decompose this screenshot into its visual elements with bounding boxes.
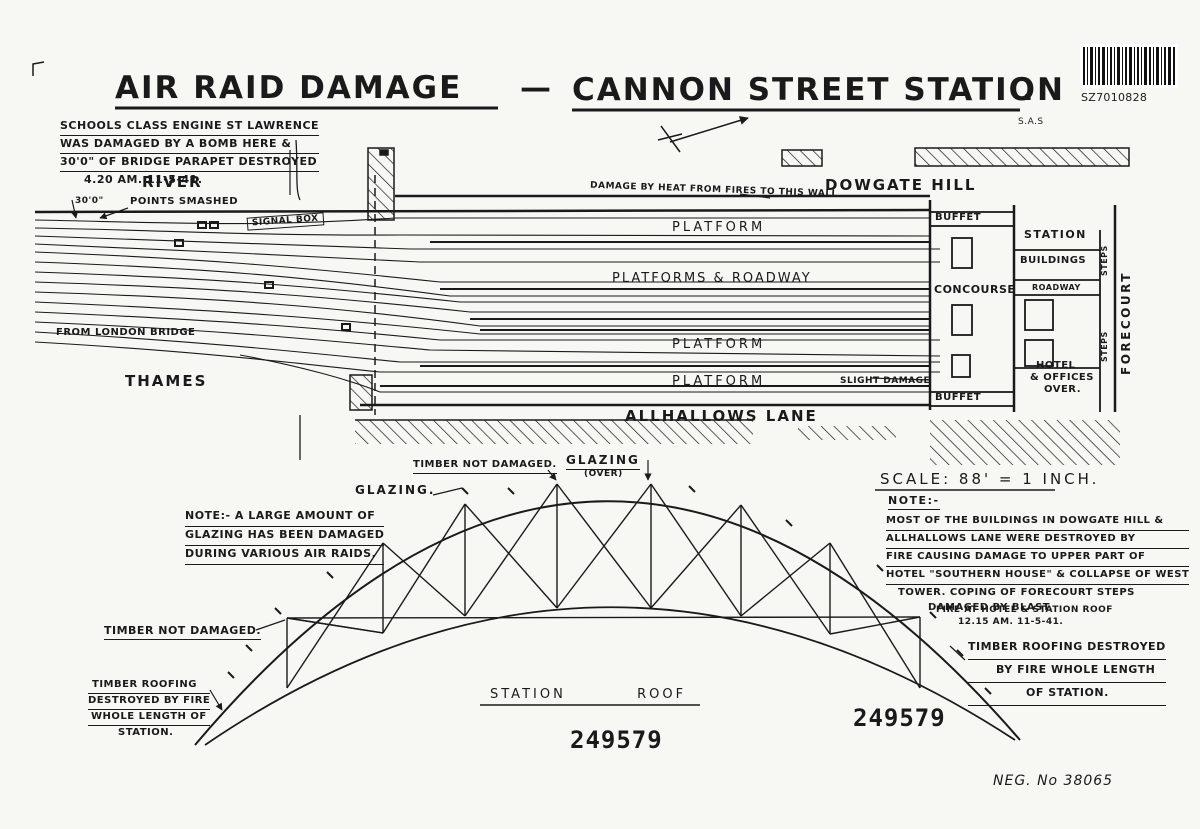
points-smashed-label: POINTS SMASHED: [130, 196, 239, 207]
hotel-label-line: & OFFICES: [1030, 372, 1094, 383]
over-label: (OVER): [584, 469, 623, 479]
note-line: DAMAGED BY BLAST.: [928, 602, 1053, 613]
station-roof-label: STATION ROOF: [490, 687, 687, 702]
roof-tick-marks: [227, 485, 992, 695]
timber-not-damaged-left: TIMBER NOT DAMAGED.: [104, 625, 262, 640]
glazing-note-line: DURING VARIOUS AIR RAIDS.: [185, 546, 385, 565]
concourse-features: [929, 211, 1101, 412]
barcode-image: [1080, 44, 1178, 88]
engine-note-line: 4.20 AM. 11-5-41.: [84, 173, 203, 186]
station-walls: [34, 175, 1117, 415]
thames-label: THAMES: [125, 372, 208, 390]
scale-label: SCALE: 88' = 1 INCH.: [880, 470, 1100, 488]
title-part-two: CANNON STREET STATION: [572, 72, 1065, 108]
timber-roofing-left-note: TIMBER ROOFING DESTROYED BY FIRE WHOLE L…: [88, 678, 211, 739]
catalogue-number: SZ7010828: [1081, 91, 1148, 104]
slight-damage-label: SLIGHT DAMAGE: [840, 376, 931, 386]
glazing-damage-note: NOTE:- A LARGE AMOUNT OF GLAZING HAS BEE…: [185, 508, 385, 565]
platforms-roadway-label: PLATFORMS & ROADWAY: [612, 271, 812, 286]
negative-reference: NEG. No 38065: [993, 773, 1114, 789]
title-part-one: AIR RAID DAMAGE: [115, 72, 463, 109]
parapet-dimension: 30'0": [75, 196, 104, 206]
note-heading: NOTE:-: [888, 495, 940, 510]
steps-label-top: STEPS: [1100, 245, 1109, 276]
station-roof-section: [194, 483, 1021, 746]
timber-right-line: OF STATION.: [968, 683, 1166, 706]
buildings-damage-note: MOST OF THE BUILDINGS IN DOWGATE HILL & …: [886, 513, 1190, 615]
river-edge: [295, 139, 301, 460]
allhallows-lane-label: ALLHALLOWS LANE: [625, 407, 818, 425]
dowgate-hill-label: DOWGATE HILL: [825, 176, 977, 194]
from-london-bridge-label: FROM LONDON BRIDGE: [56, 327, 196, 338]
buffet-label-bottom: BUFFET: [935, 392, 982, 403]
timber-right-line: BY FIRE WHOLE LENGTH: [968, 660, 1166, 683]
note-line: FIRE CAUSING DAMAGE TO UPPER PART OF: [886, 549, 1190, 567]
engine-note-line: WAS DAMAGED BY A BOMB HERE &: [60, 136, 320, 154]
title-dash: —: [520, 70, 553, 106]
platform-bands: [174, 221, 930, 387]
note-line: HOTEL "SOUTHERN HOUSE" & COLLAPSE OF WES…: [886, 567, 1190, 585]
note-line: MOST OF THE BUILDINGS IN DOWGATE HILL &: [886, 513, 1190, 531]
timber-left-line: WHOLE LENGTH OF: [88, 710, 211, 726]
negative-number-left: 249579: [570, 726, 663, 754]
buildings-label: BUILDINGS: [1020, 255, 1087, 266]
engine-note-line: SCHOOLS CLASS ENGINE ST LAWRENCE: [60, 118, 320, 136]
fire-note-line: 12.15 AM. 11-5-41.: [958, 617, 1064, 627]
timber-right-line: TIMBER ROOFING DESTROYED: [968, 637, 1166, 660]
fire-note: FIRE AT HOTEL & STATION ROOF 12.15 AM. 1…: [936, 604, 1113, 628]
glazing-note-line: NOTE:- A LARGE AMOUNT OF: [185, 508, 385, 527]
glazing-over-label: GLAZING: [566, 454, 640, 470]
platform-label-top: PLATFORM: [672, 220, 766, 235]
platform-label-middle: PLATFORM: [672, 337, 766, 352]
hotel-offices-label: HOTEL & OFFICES OVER.: [1030, 360, 1094, 396]
hotel-label-line: HOTEL: [1036, 360, 1076, 371]
station-buildings-label: STATION: [1024, 228, 1087, 241]
engine-damage-note: SCHOOLS CLASS ENGINE ST LAWRENCE WAS DAM…: [60, 118, 320, 187]
platform-label-bottom: PLATFORM: [672, 374, 766, 389]
timber-not-damaged-top: TIMBER NOT DAMAGED.: [413, 459, 557, 474]
note-line: ALLHALLOWS LANE WERE DESTROYED BY: [886, 531, 1190, 549]
steps-label-bottom: STEPS: [1100, 331, 1109, 362]
negative-number-right: 249579: [853, 704, 946, 732]
street-hatching: [349, 147, 1130, 465]
track-lines: [34, 217, 941, 393]
title-dot: .: [1022, 72, 1036, 108]
timber-left-line: DESTROYED BY FIRE: [88, 694, 211, 710]
forecourt-label: FORECOURT: [1119, 271, 1133, 375]
note-line: TOWER. COPING OF FORECOURT STEPS: [898, 587, 1135, 598]
glazing-note-line: GLAZING HAS BEEN DAMAGED: [185, 527, 385, 546]
drafter-initials: S.A.S: [1018, 117, 1044, 127]
river-label: RIVER: [142, 173, 203, 191]
leader-lines: [71, 150, 1055, 711]
timber-left-line: STATION.: [118, 727, 174, 738]
concourse-label: CONCOURSE: [934, 283, 1016, 296]
timber-left-line: TIMBER ROOFING: [88, 678, 211, 694]
north-point: [657, 116, 749, 153]
engine-note-line: 30'0" OF BRIDGE PARAPET DESTROYED: [60, 154, 320, 172]
fire-note-line: FIRE AT HOTEL & STATION ROOF: [936, 605, 1113, 615]
hotel-label-line: OVER.: [1044, 384, 1081, 395]
glazing-left-label: GLAZING.: [355, 483, 436, 497]
timber-roofing-right-note: TIMBER ROOFING DESTROYED BY FIRE WHOLE L…: [968, 637, 1166, 706]
buffet-label-top: BUFFET: [935, 212, 982, 223]
roadway-label: ROADWAY: [1032, 283, 1081, 292]
